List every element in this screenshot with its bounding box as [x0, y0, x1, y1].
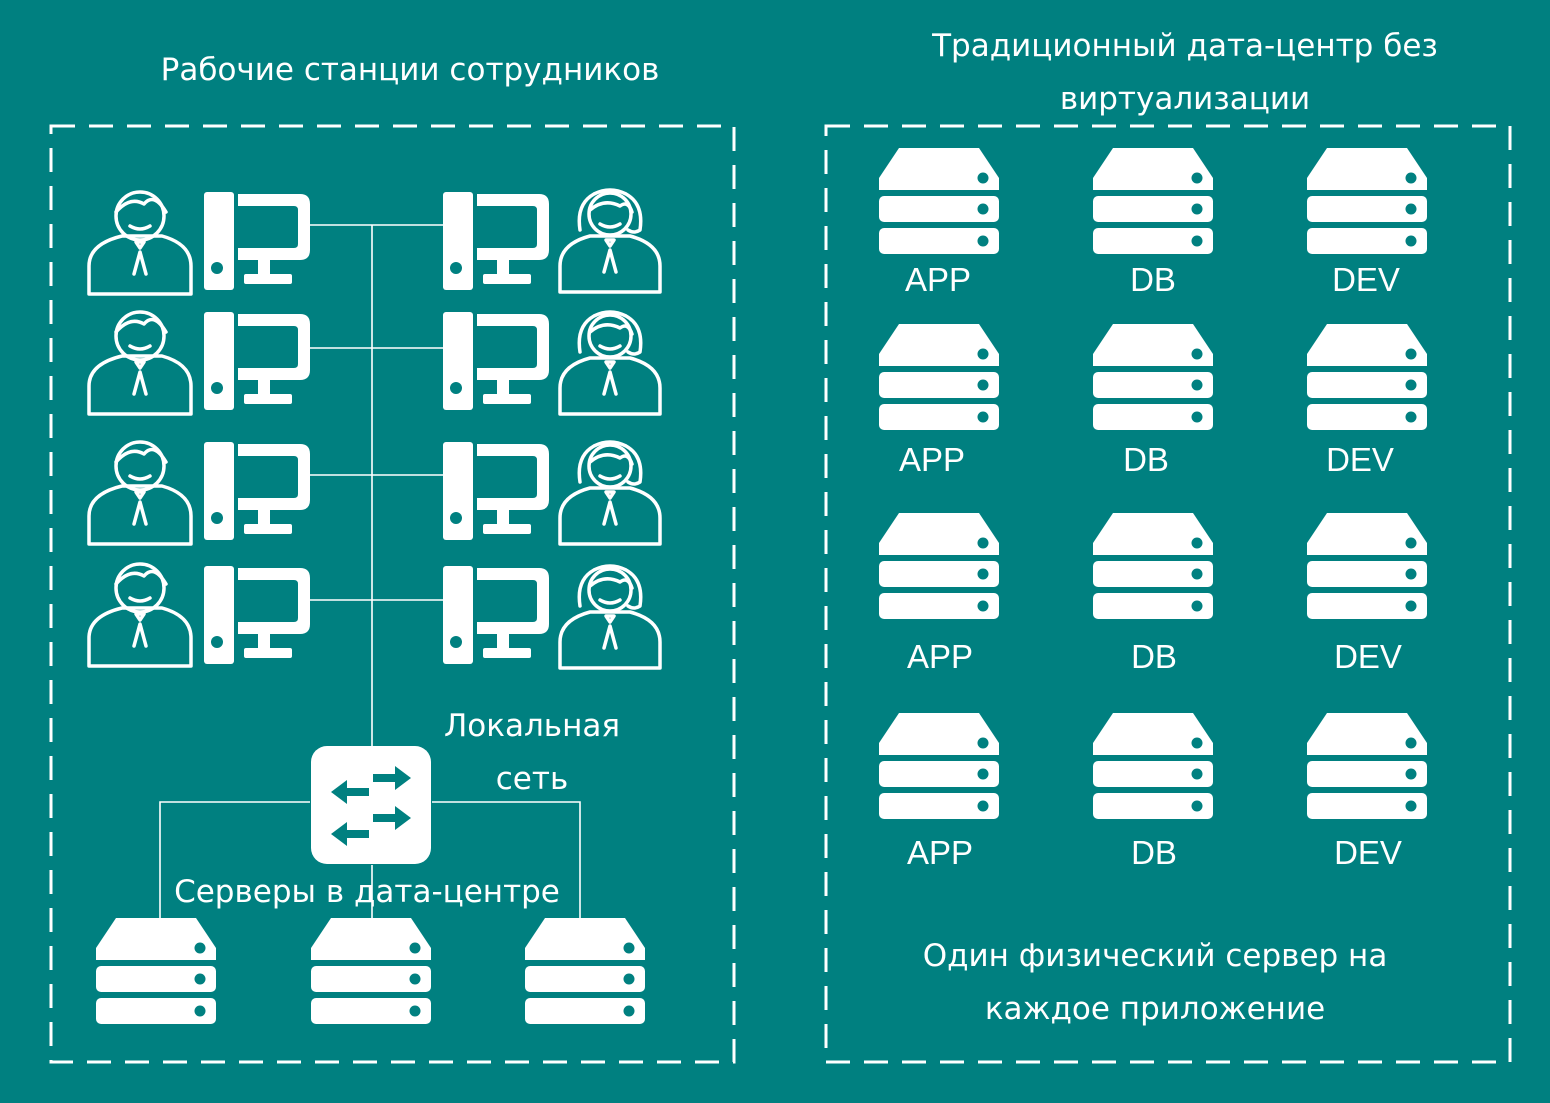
server-icon	[1307, 713, 1427, 819]
server-label-app: APP	[906, 834, 974, 871]
right-panel-title-line2: виртуализации	[1059, 80, 1311, 117]
server-icon	[1307, 148, 1427, 254]
server-icon	[879, 513, 999, 619]
server-icon	[1093, 713, 1213, 819]
workstation-icon	[443, 192, 549, 290]
employee-female-icon	[558, 310, 662, 416]
server-label-app: APP	[906, 638, 974, 675]
server-icon	[879, 713, 999, 819]
server-icon	[1093, 513, 1213, 619]
workstation-icon	[204, 312, 310, 410]
server-label-dev: DEV	[1334, 638, 1402, 675]
left-panel-frame	[49, 124, 736, 1064]
server-label-dev: DEV	[1334, 834, 1402, 871]
right-panel-frame	[824, 124, 1512, 1064]
employee-male-icon	[87, 562, 193, 668]
server-icon	[879, 324, 999, 430]
workstation-icon	[443, 312, 549, 410]
server-label-db: DB	[1131, 638, 1177, 675]
right-panel-title-line1: Традиционный дата-центр без	[932, 28, 1438, 64]
employee-male-icon	[87, 310, 193, 416]
servers-label: Серверы в дата-центре	[174, 874, 560, 910]
lan-switch-icon	[311, 746, 431, 864]
server-label-db: DB	[1123, 441, 1169, 478]
lan-label-line2: сеть	[495, 760, 569, 797]
lan-label-line1: Локальная	[444, 708, 620, 744]
lan-wiring	[159, 224, 581, 918]
server-label-dev: DEV	[1332, 261, 1400, 298]
workstation-icon	[204, 192, 310, 290]
server-icon	[96, 918, 216, 1024]
employee-male-icon	[87, 190, 193, 296]
server-icon	[1307, 513, 1427, 619]
left-panel-title: Рабочие станции сотрудников	[160, 52, 660, 88]
server-icon	[1307, 324, 1427, 430]
right-panel-caption-line1: Один физический сервер на	[922, 938, 1388, 974]
server-icon	[1093, 148, 1213, 254]
right-panel-caption: Один физический сервер на каждое приложе…	[880, 930, 1430, 1035]
server-label-db: DB	[1131, 834, 1177, 871]
employee-female-icon	[558, 188, 662, 294]
workstation-icon	[443, 566, 549, 664]
server-icon	[1093, 324, 1213, 430]
workstation-icon	[204, 442, 310, 540]
right-panel-caption-line2: каждое приложение	[984, 990, 1326, 1027]
server-icon	[879, 148, 999, 254]
workstation-icon	[443, 442, 549, 540]
right-panel-title: Традиционный дата-центр без виртуализаци…	[880, 20, 1490, 125]
server-icon	[311, 918, 431, 1024]
employee-female-icon	[558, 564, 662, 670]
server-label-app: APP	[904, 261, 972, 298]
lan-label: Локальная сеть	[432, 700, 632, 805]
employee-female-icon	[558, 440, 662, 546]
employee-male-icon	[87, 440, 193, 546]
workstation-icon	[204, 566, 310, 664]
server-label-app: APP	[898, 441, 966, 478]
server-label-db: DB	[1130, 261, 1176, 298]
server-icon	[525, 918, 645, 1024]
server-label-dev: DEV	[1326, 441, 1394, 478]
